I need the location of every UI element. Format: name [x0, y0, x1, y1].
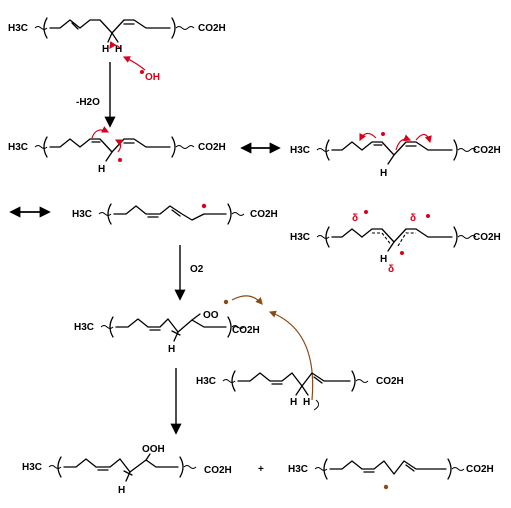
co2h-label: CO2H — [473, 145, 501, 156]
h-label: H — [290, 397, 297, 408]
h-label: H — [102, 44, 109, 55]
molecule-radical-form-3: H3C CO2H — [72, 203, 278, 225]
peroxyl-label: OO — [203, 310, 219, 321]
molecule-second-linoleic-acid: H3C CO2H H H — [196, 370, 404, 411]
h3c-label: H3C — [22, 462, 42, 473]
partial-charge-delta: δ — [388, 264, 394, 275]
co2h-label: CO2H — [466, 464, 494, 475]
partial-charge-delta: δ — [352, 213, 358, 224]
co2h-label: CO2H — [204, 465, 232, 476]
radical-dot — [383, 484, 389, 490]
plus-sign: + — [258, 464, 264, 475]
hydroperoxide-label: OOH — [142, 444, 165, 455]
co2h-label: CO2H — [250, 209, 278, 220]
h-label: H — [303, 397, 310, 408]
h-label: H — [168, 344, 175, 355]
radical-dot — [223, 299, 229, 305]
h3c-label: H3C — [288, 464, 308, 475]
h3c-label: H3C — [74, 322, 94, 333]
co2h-label: CO2H — [473, 232, 501, 243]
molecule-lipid-hydroperoxide: H3C CO2H H OOH — [22, 444, 232, 496]
molecule-radical-form-2: H3C CO2H H — [290, 132, 501, 179]
partial-charge-delta: δ — [410, 213, 416, 224]
h-label: H — [115, 44, 122, 55]
h-label: H — [380, 168, 387, 179]
water-loss-label: -H2O — [76, 97, 100, 108]
h3c-label: H3C — [8, 142, 28, 153]
radical-dot — [118, 158, 122, 162]
h3c-label: H3C — [8, 23, 28, 34]
h-label: H — [118, 485, 125, 496]
molecule-linoleic-acid: H3C CO2H H H OH — [8, 17, 226, 83]
h3c-label: H3C — [290, 145, 310, 156]
hydrogen-abstraction-arrow — [268, 310, 314, 401]
radical-dot — [400, 251, 404, 255]
h3c-label: H3C — [290, 232, 310, 243]
molecule-peroxyl-radical: H3C CO2H H OO — [74, 295, 263, 355]
h-label: H — [380, 254, 387, 265]
co2h-label: CO2H — [198, 142, 226, 153]
radical-dot — [364, 210, 368, 214]
hydroxyl-radical-label: OH — [145, 72, 160, 83]
co2h-label: CO2H — [232, 325, 260, 336]
co2h-label: CO2H — [198, 23, 226, 34]
molecule-radical-form-1: H3C CO2H H — [8, 126, 226, 175]
h-label: H — [98, 164, 105, 175]
radical-dot — [426, 214, 430, 218]
h3c-label: H3C — [196, 376, 216, 387]
radical-dot — [381, 132, 385, 136]
radical-dot — [140, 70, 144, 74]
molecule-new-lipid-radical: H3C CO2H — [288, 458, 494, 490]
radical-dot — [201, 203, 207, 209]
h3c-label: H3C — [72, 209, 92, 220]
oxygen-label: O2 — [190, 264, 204, 275]
co2h-label: CO2H — [376, 376, 404, 387]
molecule-delocalized-radical: H3C CO2H H δ δ δ — [290, 210, 501, 275]
